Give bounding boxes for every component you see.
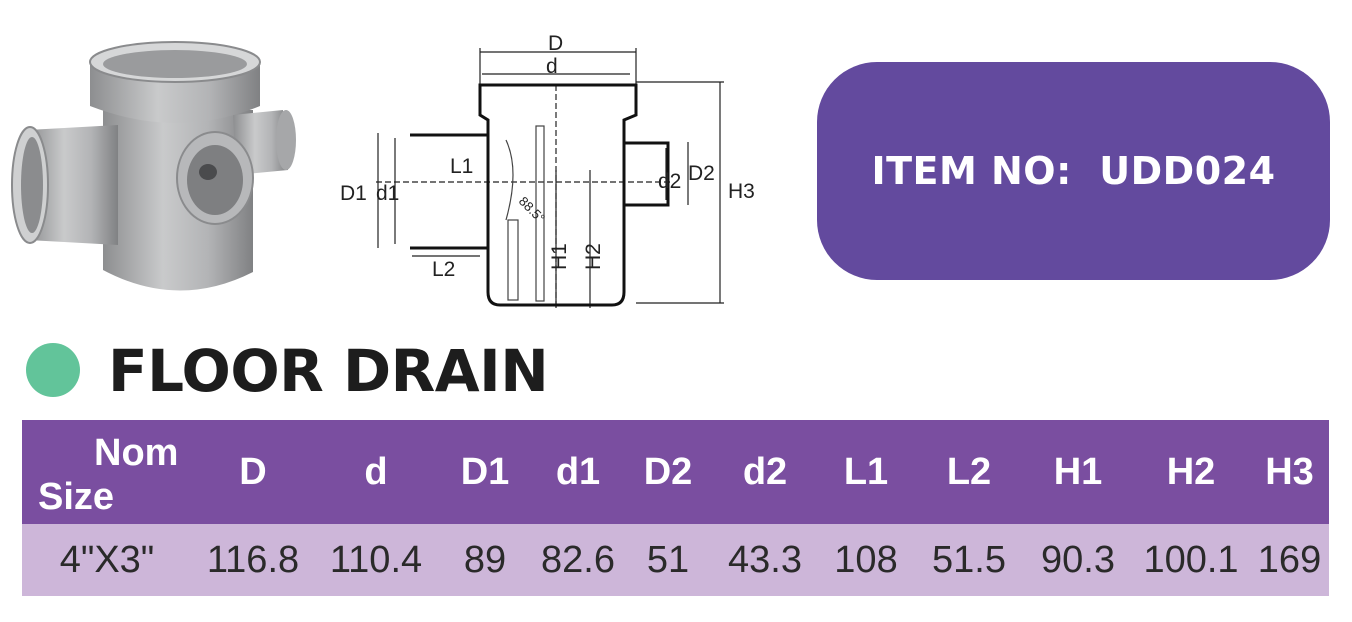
dimension-drawing: D d L1 D1 d1 L2 d2 D2 H3 H1 H2 88.5° <box>340 32 755 310</box>
header-cell: H2 <box>1132 420 1250 524</box>
table-cell: 82.6 <box>532 524 624 596</box>
label-L2: L2 <box>432 258 455 281</box>
header-cell: d2 <box>712 420 818 524</box>
table-cell: 51.5 <box>914 524 1024 596</box>
table-cell: 43.3 <box>712 524 818 596</box>
section-bullet <box>26 343 80 397</box>
header-nom: Nom <box>94 432 179 474</box>
label-d: d <box>546 55 558 78</box>
label-H2: H2 <box>582 243 605 270</box>
label-H3: H3 <box>728 180 755 203</box>
table-cell: 110.4 <box>314 524 438 596</box>
table-cell: 51 <box>624 524 712 596</box>
label-D1: D1 <box>340 182 367 205</box>
label-D: D <box>548 32 563 55</box>
table-cell: 4"X3" <box>22 524 192 596</box>
label-angle: 88.5° <box>516 194 548 226</box>
product-photo <box>11 41 296 291</box>
header-cell: d1 <box>532 420 624 524</box>
table-cell: 100.1 <box>1132 524 1250 596</box>
label-d2: d2 <box>658 170 681 193</box>
item-label: ITEM NO: <box>871 149 1072 193</box>
table-cell: 89 <box>438 524 532 596</box>
label-H1: H1 <box>548 243 571 270</box>
item-number-badge: ITEM NO: UDD024 <box>817 62 1330 280</box>
header-cell: L2 <box>914 420 1024 524</box>
spec-table: Nom Size D d D1 d1 D2 d2 L1 L2 H1 H2 H3 … <box>22 420 1329 596</box>
table-row: 4"X3" 116.8 110.4 89 82.6 51 43.3 108 51… <box>22 524 1329 596</box>
header-size: Size <box>38 476 115 518</box>
header-cell: D <box>192 420 314 524</box>
label-d1: d1 <box>376 182 399 205</box>
table-header-row: Nom Size D d D1 d1 D2 d2 L1 L2 H1 H2 H3 <box>22 420 1329 524</box>
header-cell: d <box>314 420 438 524</box>
label-D2: D2 <box>688 162 715 185</box>
label-L1: L1 <box>450 155 473 178</box>
table-cell: 90.3 <box>1024 524 1132 596</box>
header-cell: L1 <box>818 420 914 524</box>
table-cell: 116.8 <box>192 524 314 596</box>
item-code: UDD024 <box>1099 149 1276 193</box>
header-cell: D2 <box>624 420 712 524</box>
header-cell: H1 <box>1024 420 1132 524</box>
table-cell: 108 <box>818 524 914 596</box>
page-title: FLOOR DRAIN <box>108 337 549 405</box>
table-cell: 169 <box>1250 524 1329 596</box>
header-cell: H3 <box>1250 420 1329 524</box>
header-nom-size: Nom Size <box>22 420 192 524</box>
header-cell: D1 <box>438 420 532 524</box>
